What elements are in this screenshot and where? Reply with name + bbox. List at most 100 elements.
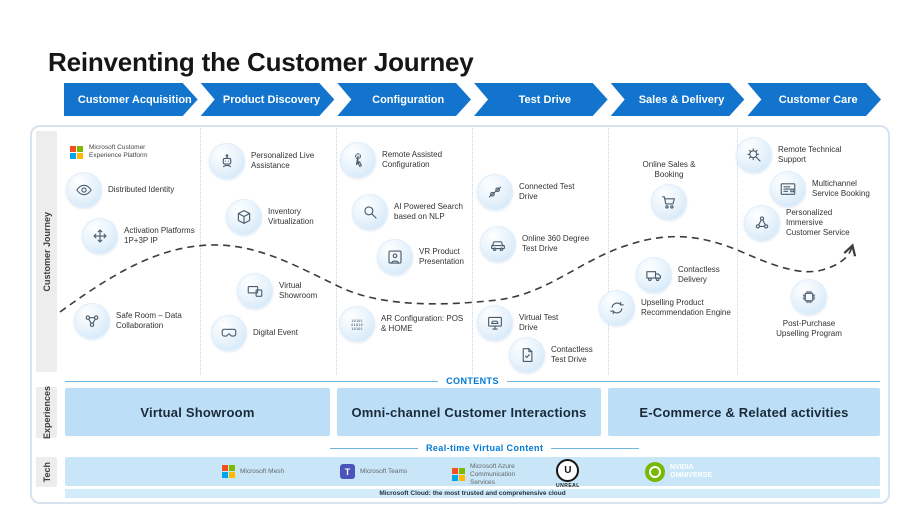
journey-item-contactless-delivery: Contactless Delivery [636,257,740,293]
microsoft-logo-icon [452,468,465,482]
page-title: Reinventing the Customer Journey [48,47,474,78]
journey-item-label: VR Product Presentation [419,247,464,266]
tech-item-nvidia-omniverse: NVIDIA OMNIVERSE [645,462,726,482]
teams-logo-icon: T [340,464,355,479]
journey-item-label: Connected Test Drive [519,182,575,201]
collaboration-icon [74,303,110,339]
contents-divider-label: CONTENTS [446,376,499,386]
journey-item-label: Virtual Test Drive [519,313,559,332]
stage-label: Product Discovery [222,93,321,106]
journey-item-remote-technical-support: Remote Technical Support [736,137,850,173]
stage-customer-acquisition: Customer Acquisition [64,83,198,116]
journey-item-label: Contactless Test Drive [551,345,593,364]
experience-box-omni-channel-customer-interactions: Omni-channel Customer Interactions [337,388,601,436]
journey-item-inventory-virtualization: Inventory Virtualization [226,199,333,235]
divider-line [330,447,418,449]
screen-car-icon [477,305,513,341]
journey-item-label: Multichannel Service Booking [812,179,870,198]
journey-item-label: Digital Event [253,328,298,337]
stage-configuration: Configuration [337,83,471,116]
microsoft-logo-icon [222,465,235,478]
journey-item-label: Upselling Product Recommendation Engine [641,298,731,317]
tech-item-microsoft-azure-communication-services: Microsoft Azure Communication Services [452,463,532,486]
document-check-icon [509,337,545,373]
journey-item-virtual-test-drive: Virtual Test Drive [477,305,577,341]
journey-item-digital-event: Digital Event [211,315,315,351]
journey-item-activation-platforms-1p-3p-ip: Activation Platforms 1P+3P IP [82,218,204,254]
journey-item-label: AR Configuration: POS & HOME [381,314,464,333]
screens-icon [237,273,273,309]
tech-item-microsoft-mesh: Microsoft Mesh [222,465,302,478]
eye-icon [66,172,102,208]
journey-item-label: Safe Room – Data Collaboration [116,311,182,330]
microsoft-cloud-banner-text: Microsoft Cloud: the most trusted and co… [379,490,566,497]
stage-label: Customer Acquisition [77,93,192,106]
main-panel [30,125,890,504]
journey-item-remote-assisted-configuration: Remote Assisted Configuration [340,142,460,178]
journey-item-label: Remote Technical Support [778,145,842,164]
stage-label: Configuration [372,93,445,106]
rail-tech: Tech [36,457,57,487]
journey-item-label: Online 360 Degree Test Drive [522,234,590,253]
rail-label: Tech [41,461,52,483]
journey-item-connected-test-drive: Connected Test Drive [477,174,581,210]
journey-item-label: Remote Assisted Configuration [382,150,443,169]
stage-test-drive: Test Drive [474,83,608,116]
journey-item-safe-room-data-collaboration: Safe Room – Data Collaboration [74,303,196,339]
search-icon [352,194,388,230]
microsoft-cloud-banner: Microsoft Cloud: the most trusted and co… [65,489,880,498]
chip-icon [791,279,827,315]
journey-item-online-sales-booking: Online Sales & Booking [630,160,708,220]
stage-sales-delivery: Sales & Delivery [611,83,745,116]
contents-divider: CONTENTS [65,376,881,386]
realtime-divider: Real-time Virtual Content [330,443,645,453]
assistant-icon [209,143,245,179]
stage-product-discovery: Product Discovery [201,83,335,116]
divider-line [65,380,439,382]
journey-item-label: AI Powered Search based on NLP [394,202,463,221]
experience-box-e-commerce-related-activities: E-Commerce & Related activities [608,388,880,436]
tech-item-label: Microsoft Teams [360,467,408,475]
journey-item-microsoft-customer-experience-platform: Microsoft Customer Experience Platform [70,144,153,160]
divider-line [551,447,640,449]
column-separator [336,128,337,375]
tech-strip [65,457,880,486]
divider-line [506,380,881,382]
cube-icon [226,199,262,235]
svg-text:10101: 10101 [351,318,363,323]
journey-item-contactless-test-drive: Contactless Test Drive [509,337,609,373]
connected-icon [477,174,513,210]
journey-item-personalized-live-assistance: Personalized Live Assistance [209,143,326,179]
journey-item-label: Post-Purchase Upselling Program [776,319,842,338]
nvidia-logo-icon [645,462,665,482]
vr-person-icon [377,239,413,275]
rail-label: Customer Journey [41,211,52,292]
journey-item-label: Personalized Immersive Customer Service [786,208,850,237]
tap-icon [340,142,376,178]
journey-item-label: Personalized Live Assistance [251,151,315,170]
truck-icon [636,257,672,293]
car-icon [480,226,516,262]
refresh-icon [599,290,635,326]
journey-item-online-360-degree-test-drive: Online 360 Degree Test Drive [480,226,604,262]
tech-item-label: Microsoft Azure Communication Services [470,463,516,486]
stage-chevron-bar: Customer Acquisition Product Discovery Con… [64,83,881,116]
journey-item-personalized-immersive-customer-service: Personalized Immersive Customer Service [744,205,858,241]
journey-item-ai-powered-search-based-on-nlp: AI Powered Search based on NLP [352,194,480,230]
stage-label: Sales & Delivery [638,93,725,106]
journey-item-upselling-product-recommendation-engine: Upselling Product Recommendation Engine [599,290,741,326]
stage-label: Test Drive [518,93,572,106]
tech-item-microsoft-teams: T Microsoft Teams [340,464,422,479]
realtime-divider-label: Real-time Virtual Content [426,443,544,453]
gear-search-icon [736,137,772,173]
form-icon [770,171,806,207]
journey-item-virtual-showroom: Virtual Showroom [237,273,339,309]
journey-item-label: Distributed Identity [108,185,175,194]
journey-item-multichannel-service-booking: Multichannel Service Booking [770,171,880,207]
vr-goggles-icon [211,315,247,351]
journey-item-label: Microsoft Customer Experience Platform [89,144,148,160]
svg-text:01010: 01010 [351,322,363,327]
rail-label: Experiences [41,385,52,440]
